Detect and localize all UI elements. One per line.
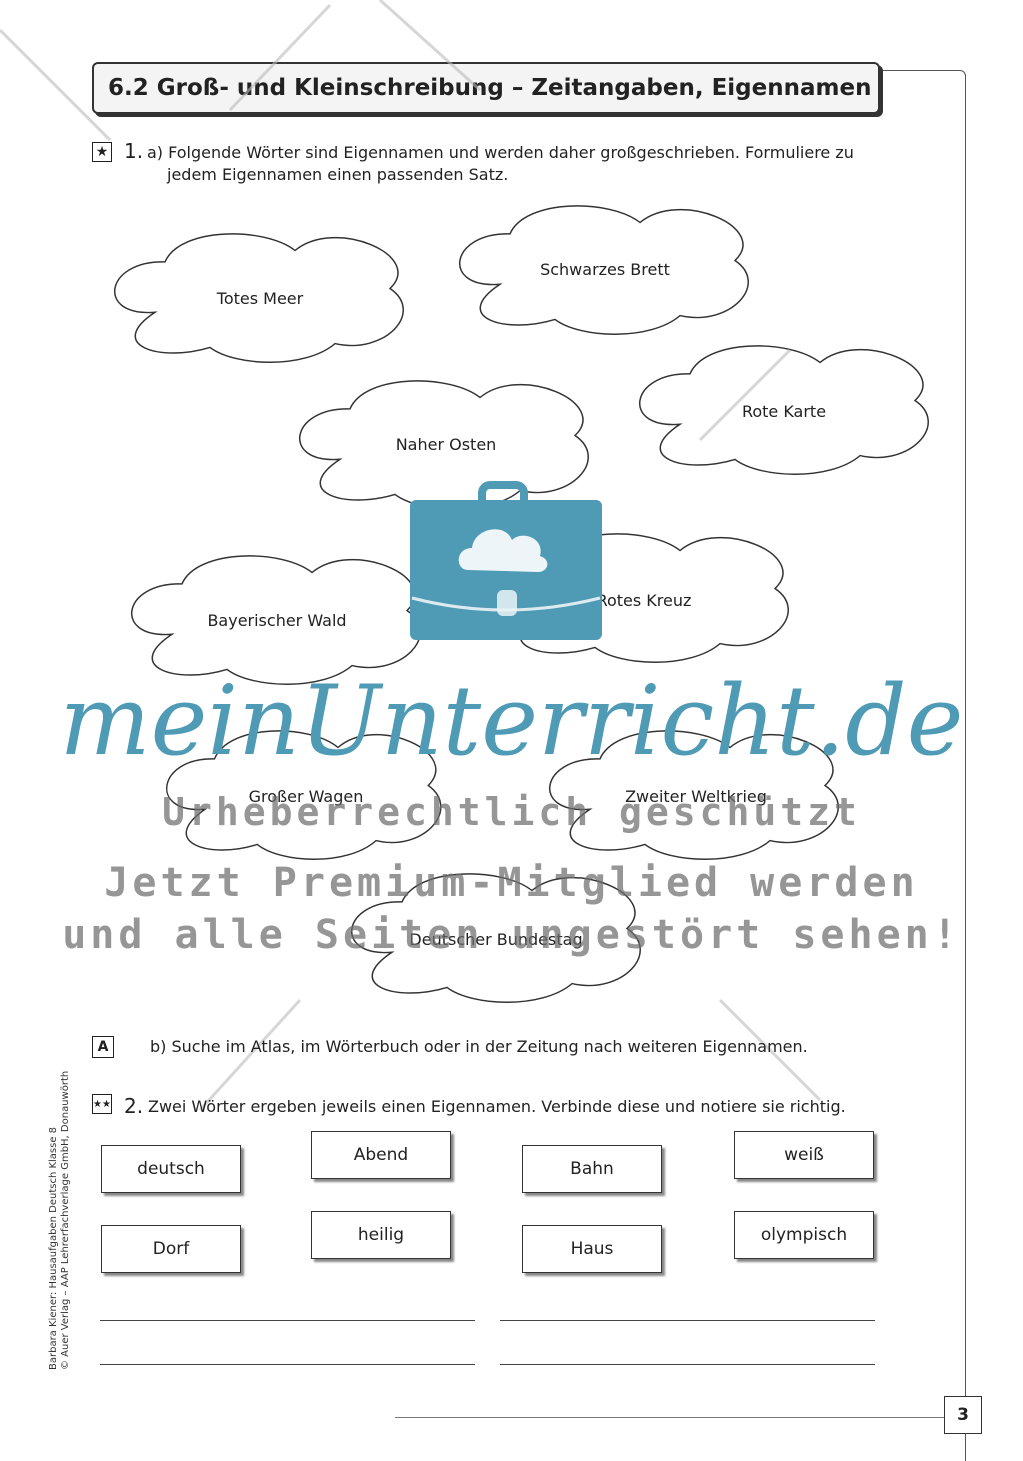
word-card[interactable]: olympisch	[734, 1211, 874, 1259]
two-star-difficulty-icon: ★★	[92, 1094, 112, 1114]
page-frame	[860, 70, 966, 1461]
task-2-number: 2.	[124, 1094, 144, 1118]
word-card[interactable]: Haus	[522, 1225, 662, 1273]
word-card[interactable]: weiß	[734, 1131, 874, 1179]
cloud-rotes-kreuz: Rotes Kreuz	[498, 533, 789, 663]
page-title: 6.2 Groß- und Kleinschreibung – Zeitanga…	[92, 62, 880, 114]
cloud-label: Rotes Kreuz	[597, 591, 692, 610]
cloud-bayerischer-wald: Bayerischer Wald	[130, 555, 421, 685]
word-card[interactable]: Dorf	[101, 1225, 241, 1273]
cloud-grosser-wagen: Großer Wagen	[165, 730, 442, 860]
answer-line[interactable]	[500, 1320, 875, 1321]
task-1-number: 1.	[124, 139, 144, 163]
cloud-label: Deutscher Bundestag	[409, 930, 582, 949]
cloud-naher-osten: Naher Osten	[298, 380, 589, 510]
briefcase-logo-icon	[410, 481, 602, 640]
publisher-credit: Barbara Kiener: Hausaufgaben Deutsch Kla…	[48, 1071, 72, 1370]
word-card[interactable]: heilig	[311, 1211, 451, 1259]
cloud-label: Rote Karte	[742, 402, 826, 421]
cloud-schwarzes-brett: Schwarzes Brett	[458, 205, 749, 335]
credit-author: Barbara Kiener: Hausaufgaben Deutsch Kla…	[48, 1126, 59, 1370]
task-2-instruction: Zwei Wörter ergeben jeweils einen Eigenn…	[148, 1097, 846, 1116]
watermark-brand: meinUnterricht.de	[59, 665, 964, 777]
watermark-line-3: und alle Seiten ungestört sehen!	[62, 912, 961, 958]
task-1a-instruction: a) Folgende Wörter sind Eigennamen und w…	[147, 143, 854, 162]
star-difficulty-icon: ★	[92, 142, 112, 162]
page-title-text: 6.2 Groß- und Kleinschreibung – Zeitanga…	[108, 75, 872, 101]
word-card[interactable]: Bahn	[522, 1145, 662, 1193]
watermark-diagonals	[0, 0, 822, 1112]
word-card[interactable]: Abend	[311, 1131, 451, 1179]
watermark-line-1: Urheberrechtlich geschützt	[162, 790, 861, 834]
page-number: 3	[944, 1396, 982, 1434]
cloud-label: Großer Wagen	[249, 787, 364, 806]
answer-line[interactable]	[100, 1320, 475, 1321]
atlas-marker-icon: A	[92, 1036, 114, 1058]
answer-line[interactable]	[100, 1364, 475, 1365]
cloud-totes-meer: Totes Meer	[113, 233, 404, 363]
task-1a-instruction-cont: jedem Eigennamen einen passenden Satz.	[167, 165, 509, 184]
watermark-line-2: Jetzt Premium-Mitglied werden	[104, 860, 919, 906]
cloud-label: Schwarzes Brett	[540, 260, 670, 279]
cloud-label: Zweiter Weltkrieg	[625, 787, 767, 806]
credit-publisher: © Auer Verlag – AAP Lehrerfachverlage Gm…	[60, 1070, 71, 1370]
cloud-zweiter-weltkrieg: Zweiter Weltkrieg	[548, 730, 839, 860]
cloud-label: Naher Osten	[396, 435, 497, 454]
cloud-label: Bayerischer Wald	[207, 611, 346, 630]
task-1b-instruction: b) Suche im Atlas, im Wörterbuch oder in…	[150, 1037, 808, 1056]
footer-rule	[395, 1417, 944, 1418]
cloud-label: Totes Meer	[216, 289, 304, 308]
answer-line[interactable]	[500, 1364, 875, 1365]
cloud-deutscher-bundestag: Deutscher Bundestag	[350, 873, 641, 1003]
word-card[interactable]: deutsch	[101, 1145, 241, 1193]
cloud-rote-karte: Rote Karte	[638, 345, 929, 475]
